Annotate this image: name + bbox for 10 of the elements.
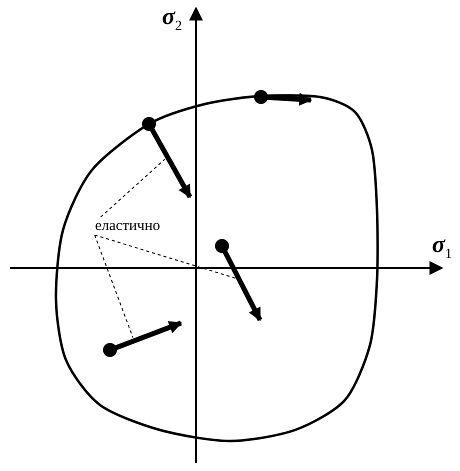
direction-arrow xyxy=(215,239,262,322)
direction-arrow xyxy=(103,320,182,357)
direction-arrow xyxy=(254,90,312,106)
leader-line xyxy=(94,234,134,338)
region-label: еластично xyxy=(94,217,162,235)
direction-arrow xyxy=(142,117,192,198)
axis-label: σ$_{1}$ xyxy=(432,232,452,264)
leader-line xyxy=(94,234,236,279)
axis-label: σ$_{2}$ xyxy=(162,4,182,36)
leader-line xyxy=(100,158,166,218)
